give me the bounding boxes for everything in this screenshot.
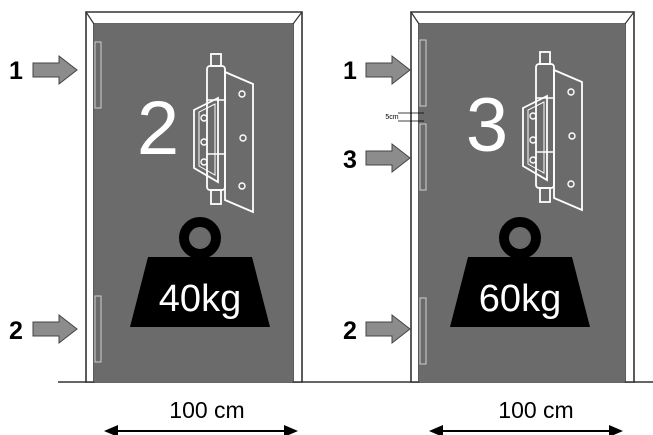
arrow-right-icon — [32, 314, 78, 344]
hinge-count: 2 — [137, 86, 179, 171]
hinge-label-1: 1 — [9, 57, 23, 85]
double-arrow-icon — [104, 425, 298, 435]
hinge-label-1: 1 — [343, 57, 357, 85]
hinge-middle — [419, 123, 427, 191]
hinge-bottom — [419, 297, 427, 365]
arrow-right-icon — [365, 55, 411, 85]
width-label: 100 cm — [169, 397, 244, 423]
hinge-top — [94, 41, 102, 109]
hinge-label-2: 2 — [343, 317, 357, 345]
hinge-top — [419, 39, 427, 107]
weight-label: 40kg — [159, 278, 241, 320]
hinge-label-2: 2 — [9, 317, 23, 345]
gap-label: 5cm — [385, 114, 398, 121]
door-panel — [94, 24, 293, 382]
hinge-label-3: 3 — [343, 146, 357, 174]
door-panel — [419, 24, 625, 382]
door-3-hinges: 5cm 3 60kg 1 3 2 100 cm — [343, 11, 635, 435]
arrow-right-icon — [365, 143, 411, 173]
gap-marker — [398, 112, 424, 122]
width-label: 100 cm — [498, 397, 573, 423]
door-2-hinges: 2 40kg 1 2 100 cm — [9, 11, 303, 435]
double-arrow-icon — [429, 425, 623, 435]
hinge-bottom — [94, 295, 102, 363]
weight-label: 60kg — [479, 278, 561, 320]
arrow-right-icon — [32, 55, 78, 85]
arrow-right-icon — [365, 314, 411, 344]
hinge-count: 3 — [466, 83, 508, 168]
